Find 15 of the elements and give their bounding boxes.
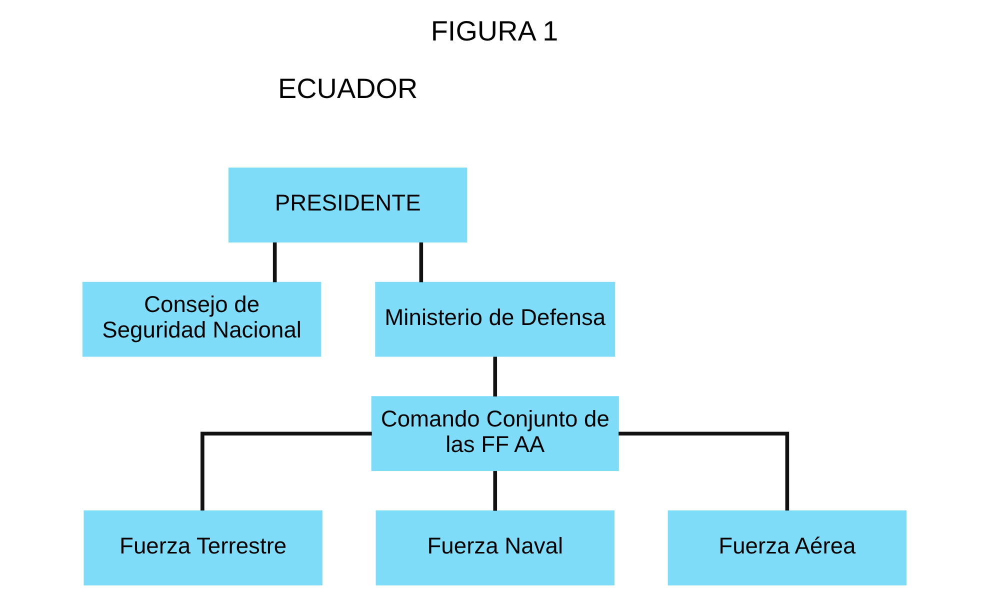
connector [493, 356, 498, 396]
node-box: Fuerza Terrestre [84, 510, 322, 586]
node-box: Comando Conjunto de las FF AA [371, 396, 619, 472]
node-box: Ministerio de Defensa [375, 282, 616, 357]
connector [200, 432, 372, 510]
connector [618, 432, 790, 510]
node-box: PRESIDENTE [228, 168, 468, 242]
diagram-title: FIGURA 1 [430, 16, 558, 47]
connector [272, 242, 277, 282]
node-box: Consejo de Seguridad Nacional [82, 282, 322, 357]
node-box: Fuerza Aérea [668, 510, 907, 586]
connector [419, 242, 424, 282]
connector [493, 471, 498, 511]
node-box: Fuerza Naval [376, 510, 614, 586]
label: ECUADOR [278, 72, 418, 104]
